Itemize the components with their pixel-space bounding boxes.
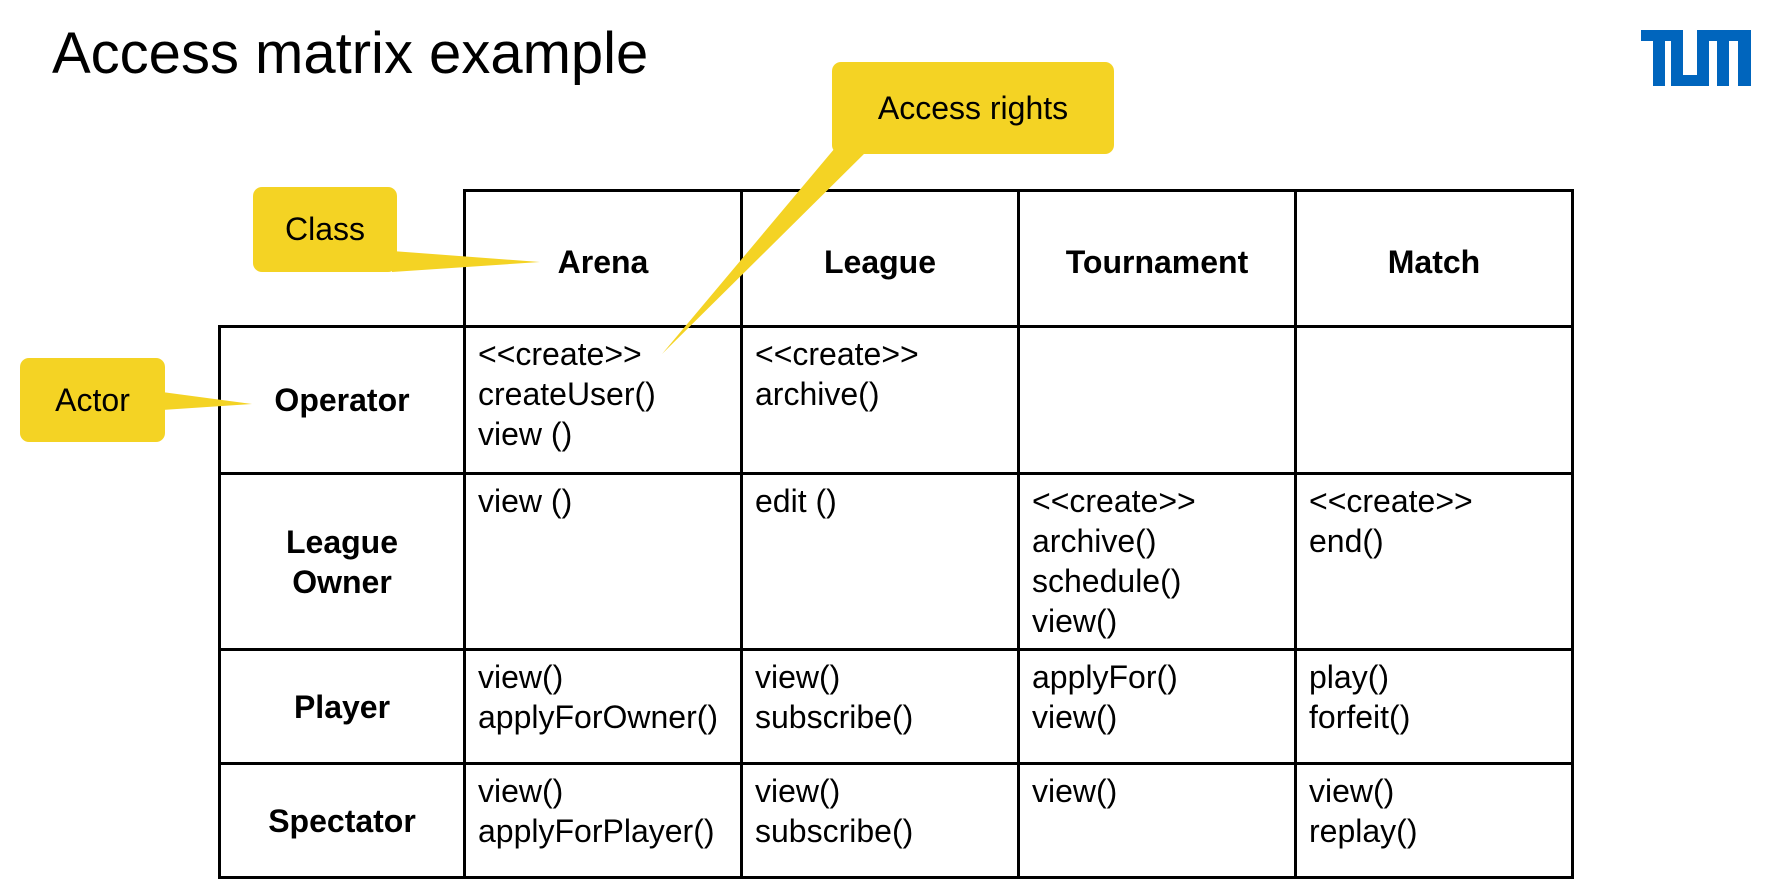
cell-player-tournament: applyFor() view()	[1017, 648, 1297, 765]
cell-player-arena: view() applyForOwner()	[463, 648, 743, 765]
matrix-row-spectator: Spectator view() applyForPlayer() view()…	[218, 762, 1574, 879]
permission: view()	[478, 773, 564, 809]
cell-spectator-match: view() replay()	[1294, 762, 1574, 879]
permission: view()	[1032, 699, 1118, 735]
cell-league-owner-league: edit ()	[740, 472, 1020, 651]
permission: view()	[1032, 603, 1118, 639]
permission: archive()	[755, 376, 880, 412]
row-header-line: Owner	[292, 563, 392, 600]
permission: replay()	[1309, 813, 1418, 849]
cell-league-owner-arena: view ()	[463, 472, 743, 651]
permission: createUser()	[478, 376, 656, 412]
permission: edit ()	[755, 483, 837, 519]
permission: subscribe()	[755, 699, 914, 735]
cell-league-owner-tournament: <<create>> archive() schedule() view()	[1017, 472, 1297, 651]
permission: view()	[755, 659, 841, 695]
permission: applyFor()	[1032, 659, 1178, 695]
permission: end()	[1309, 523, 1384, 559]
cell-spectator-league: view() subscribe()	[740, 762, 1020, 879]
actor-pointer	[162, 392, 252, 410]
column-header-tournament: Tournament	[1017, 189, 1297, 328]
matrix-row-operator: Operator <<create>> createUser() view ()…	[218, 325, 1574, 475]
row-header-player: Player	[218, 648, 466, 765]
permission: view()	[755, 773, 841, 809]
permission: view ()	[478, 416, 573, 452]
cell-spectator-arena: view() applyForPlayer()	[463, 762, 743, 879]
column-header-match: Match	[1294, 189, 1574, 328]
cell-operator-arena: <<create>> createUser() view ()	[463, 325, 743, 475]
access-matrix: Arena League Tournament Match Operator <…	[218, 189, 1574, 879]
tum-logo-icon	[1641, 30, 1751, 86]
class-pointer	[392, 251, 540, 272]
cell-player-match: play() forfeit()	[1294, 648, 1574, 765]
cell-spectator-tournament: view()	[1017, 762, 1297, 879]
permission: <<create>>	[1309, 483, 1473, 519]
permission: <<create>>	[755, 336, 919, 372]
row-header-line: League	[285, 523, 399, 560]
permission: view()	[1309, 773, 1395, 809]
row-header-spectator: Spectator	[218, 762, 466, 879]
permission: applyForOwner()	[478, 699, 719, 735]
column-header-arena: Arena	[463, 189, 743, 328]
permission: <<create>>	[478, 336, 642, 372]
cell-operator-tournament	[1017, 325, 1297, 475]
cell-player-league: view() subscribe()	[740, 648, 1020, 765]
permission: forfeit()	[1309, 699, 1411, 735]
permission: view()	[1032, 773, 1118, 809]
permission: view()	[478, 659, 564, 695]
cell-operator-match	[1294, 325, 1574, 475]
class-callout: Class	[253, 187, 397, 272]
permission: archive()	[1032, 523, 1157, 559]
permission: applyForPlayer()	[478, 813, 715, 849]
slide-title: Access matrix example	[52, 21, 649, 86]
row-header-operator: Operator	[218, 325, 466, 475]
row-header-league-owner: League Owner	[218, 472, 466, 651]
permission: play()	[1309, 659, 1390, 695]
access-rights-callout: Access rights	[832, 62, 1114, 154]
matrix-row-player: Player view() applyForOwner() view() sub…	[218, 648, 1574, 765]
permission: view ()	[478, 483, 573, 519]
actor-callout: Actor	[20, 358, 165, 442]
permission: schedule()	[1032, 563, 1182, 599]
cell-operator-league: <<create>> archive()	[740, 325, 1020, 475]
permission: subscribe()	[755, 813, 914, 849]
matrix-row-league-owner: League Owner view () edit () <<create>> …	[218, 472, 1574, 651]
cell-league-owner-match: <<create>> end()	[1294, 472, 1574, 651]
permission: <<create>>	[1032, 483, 1196, 519]
access-rights-pointer	[662, 148, 870, 354]
